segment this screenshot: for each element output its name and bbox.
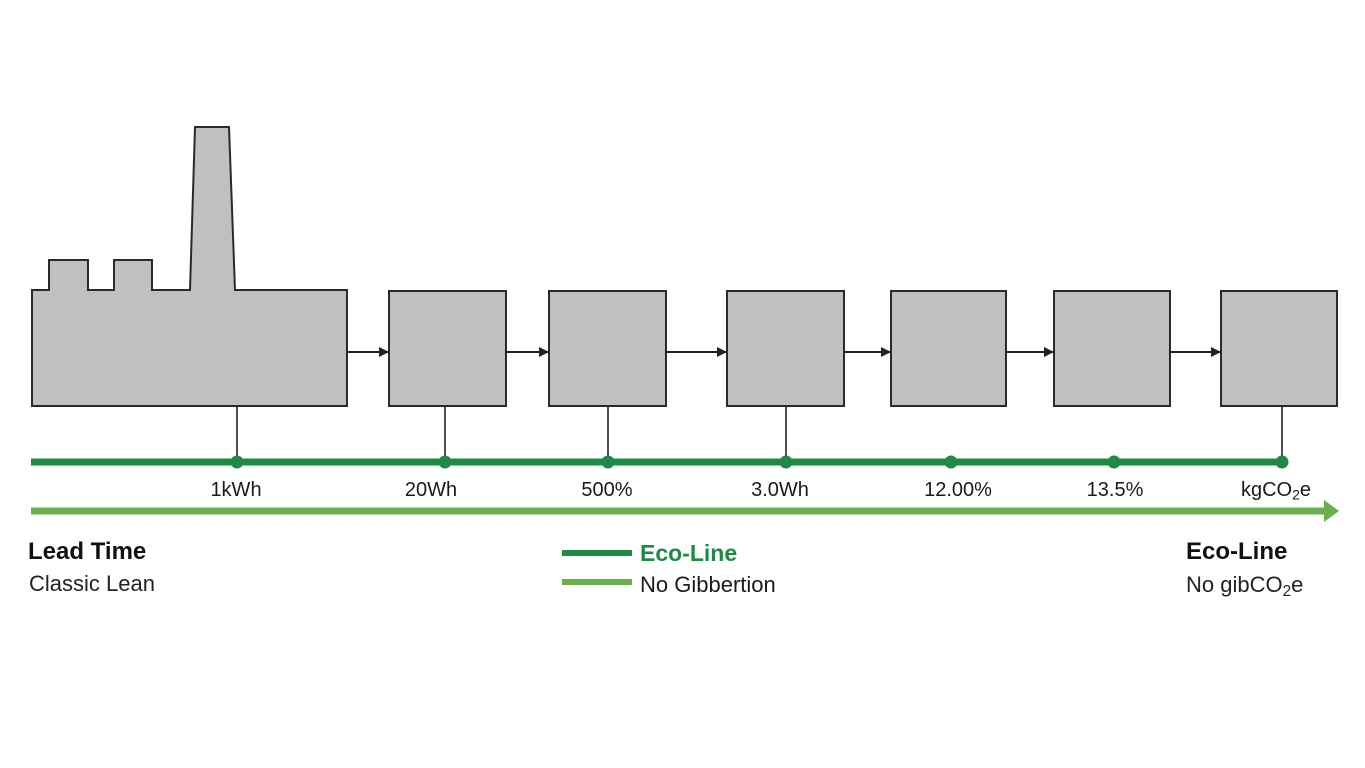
timeline-dot-icon: [944, 455, 958, 469]
timeline-dot-icon: [1275, 455, 1289, 469]
eco-line-title: Eco-Line: [1186, 538, 1288, 565]
process-box-1: [388, 290, 507, 407]
lead-time-subtitle: Classic Lean: [29, 571, 155, 596]
metric-label: 500%: [581, 479, 633, 501]
metric-connectors: [236, 406, 1283, 462]
legend-label-baseline: No Gibbertion: [640, 572, 776, 597]
timeline-dot-icon: [1107, 455, 1121, 469]
metric-label: 1kWh: [210, 479, 262, 501]
metric-label: 12.00%: [924, 479, 992, 501]
metric-label: 13.5%: [1086, 479, 1144, 501]
baseline-arrowhead-icon: [1324, 500, 1339, 522]
process-box-3: [726, 290, 845, 407]
legend-swatch-eco: [562, 550, 632, 556]
metric-label: 3.0Wh: [751, 479, 809, 501]
process-box-5: [1053, 290, 1171, 407]
lead-time-title: Lead Time: [28, 538, 147, 565]
timeline-dot-icon: [230, 455, 244, 469]
process-box-4: [890, 290, 1007, 407]
factory-icon: [31, 126, 348, 407]
timeline-dot-icon: [438, 455, 452, 469]
eco-line-dots: [230, 455, 1289, 469]
metric-label-emissions: kgCO2e: [1240, 479, 1312, 503]
timeline-dot-icon: [601, 455, 615, 469]
legend-swatch-baseline: [562, 579, 632, 585]
process-box-2: [548, 290, 667, 407]
process-box-6: [1220, 290, 1338, 407]
legend-label-eco: Eco-Line: [640, 540, 738, 566]
eco-line-subtitle: No gibCO2e: [1186, 572, 1304, 600]
timeline-dot-icon: [779, 455, 793, 469]
metric-label: 20Wh: [404, 479, 458, 501]
